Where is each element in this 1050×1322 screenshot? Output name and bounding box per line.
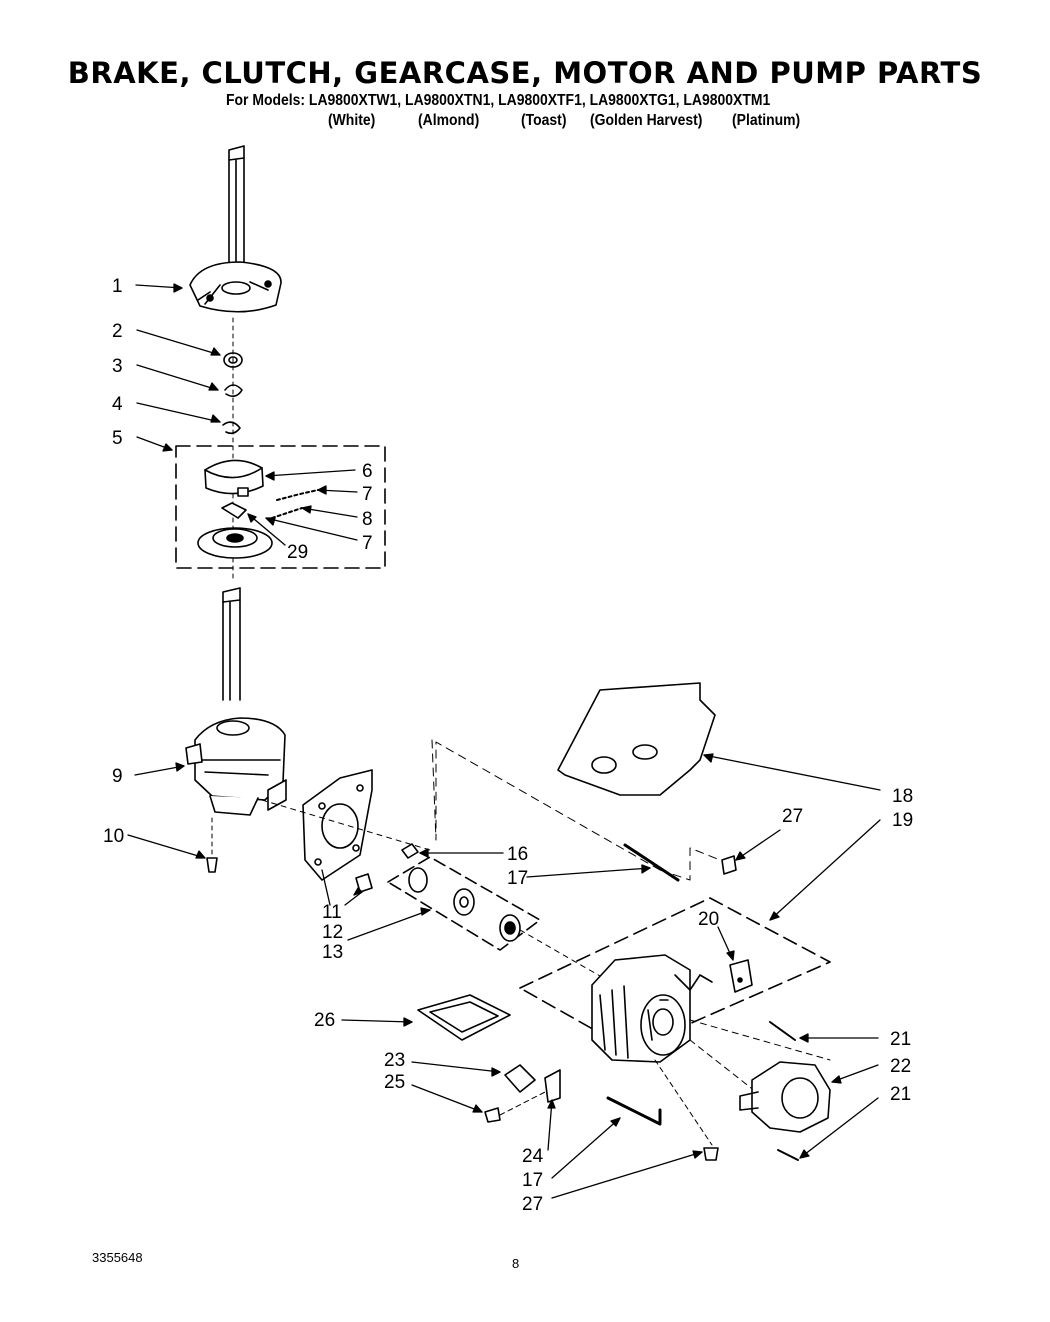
bracket-17-drawing — [623, 843, 680, 882]
callout-5: 5 — [112, 428, 123, 449]
callout-24: 24 — [522, 1146, 544, 1167]
callout-numbers: 1 2 3 4 5 6 7 8 7 29 9 10 11 12 13 16 17… — [103, 276, 913, 1215]
callout-20: 20 — [698, 909, 719, 930]
shield-hole-b — [632, 744, 658, 760]
callout-10: 10 — [103, 826, 124, 847]
callout-7-upper: 7 — [362, 484, 373, 505]
screw-21b-drawing — [777, 1149, 799, 1161]
callout-13: 13 — [322, 942, 343, 963]
callout-21-lower: 21 — [890, 1084, 911, 1105]
callout-25: 25 — [384, 1072, 405, 1093]
document-number: 3355648 — [92, 1250, 143, 1265]
page-title: BRAKE, CLUTCH, GEARCASE, MOTOR AND PUMP … — [67, 56, 983, 90]
callout-17-upper: 17 — [507, 868, 528, 889]
leader-dash-upper — [431, 739, 721, 881]
callout-17-lower: 17 — [522, 1170, 543, 1191]
callout-23: 23 — [384, 1050, 405, 1071]
screw-27a-drawing — [721, 855, 737, 875]
color-platinum: (Platinum) — [732, 112, 801, 129]
gearcase-drawing — [185, 587, 287, 816]
brake-assembly-box — [175, 445, 386, 569]
shield-18-drawing — [557, 682, 716, 796]
brake-assembly-drawing — [197, 459, 319, 559]
callout-1: 1 — [112, 276, 123, 297]
callout-27-lower: 27 — [522, 1194, 543, 1215]
coupling-drawing — [408, 867, 601, 977]
callout-2: 2 — [112, 321, 123, 342]
bracket-17b-drawing — [606, 1096, 662, 1126]
part-16-drawing — [401, 843, 419, 859]
screw-25-drawing — [484, 1107, 501, 1123]
bolt-10-drawing — [206, 857, 218, 873]
coupling-box — [387, 856, 541, 951]
callout-22: 22 — [890, 1056, 911, 1077]
callout-12: 12 — [322, 922, 343, 943]
gasket-26-drawing — [417, 994, 511, 1041]
callout-16: 16 — [507, 844, 528, 865]
callout-21-upper: 21 — [890, 1029, 911, 1050]
color-toast: (Toast) — [521, 112, 567, 129]
callout-7-lower: 7 — [362, 533, 373, 554]
callout-11: 11 — [322, 902, 342, 923]
callout-26: 26 — [314, 1010, 335, 1031]
callout-6: 6 — [362, 461, 373, 482]
axis-27b — [654, 1059, 713, 1146]
motor-box — [519, 897, 831, 1051]
screw-27b-drawing — [703, 1147, 719, 1161]
callout-29: 29 — [287, 542, 308, 563]
axis-25 — [499, 1091, 546, 1116]
models-line: For Models: LA9800XTW1, LA9800XTN1, LA98… — [226, 92, 771, 109]
leader-lines — [127, 283, 881, 1199]
screw-21a-drawing — [769, 1021, 796, 1041]
callout-9: 9 — [112, 766, 123, 787]
capacitor-23-drawing — [504, 1064, 536, 1093]
mounting-plate-drawing — [302, 769, 373, 881]
callout-18: 18 — [892, 786, 913, 807]
callout-27-upper: 27 — [782, 806, 803, 827]
motor-drawing — [591, 954, 753, 1063]
pump-22-drawing — [739, 1061, 831, 1133]
color-almond: (Almond) — [418, 112, 480, 129]
page-number: 8 — [512, 1256, 520, 1271]
callout-19: 19 — [892, 810, 913, 831]
callout-4: 4 — [112, 394, 123, 415]
motor-axis-lines — [689, 1019, 831, 1096]
callout-8: 8 — [362, 509, 373, 530]
shield-hole-a — [591, 756, 617, 774]
brake-shaft-drawing — [189, 145, 282, 313]
callout-3: 3 — [112, 356, 123, 377]
strap-24-drawing — [544, 1069, 561, 1103]
part-12-drawing — [355, 873, 373, 893]
color-golden-harvest: (Golden Harvest) — [590, 112, 703, 129]
color-white: (White) — [328, 112, 376, 129]
